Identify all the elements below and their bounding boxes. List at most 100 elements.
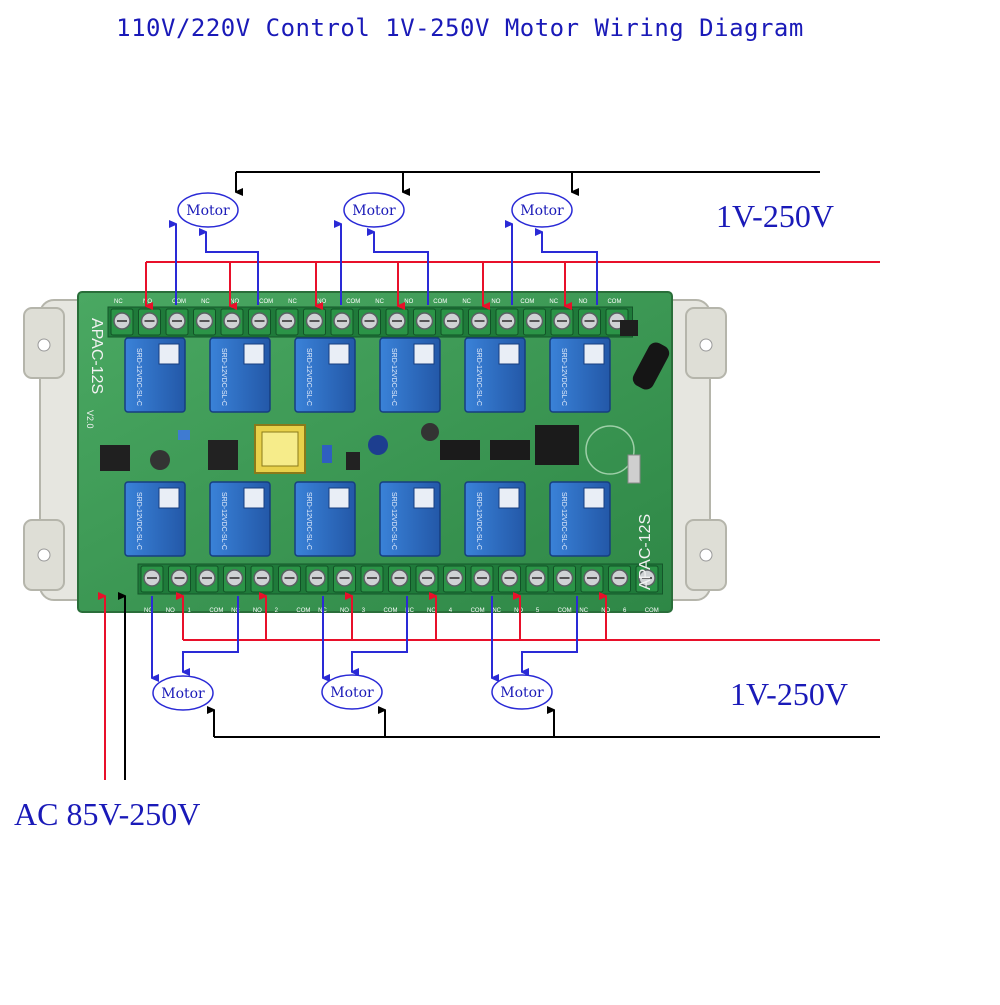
terminal-label: 4	[449, 608, 453, 614]
screw-terminal	[578, 308, 601, 336]
blue-motor-return-bottom	[351, 596, 408, 672]
voltage-label-bottom: 1V-250V	[730, 676, 848, 712]
terminal-label: NO	[404, 299, 413, 305]
antenna	[632, 342, 670, 390]
relay-text: SRD-12VDC-SL-C	[390, 348, 397, 406]
motor-label: Motor	[330, 685, 374, 701]
terminal-label: NO	[578, 299, 587, 305]
relay-text: SRD-12VDC-SL-C	[475, 492, 482, 550]
terminal-label: NC	[375, 299, 384, 305]
terminal-label: COM	[558, 608, 572, 614]
relay: SRD-12VDC-SL-C	[379, 337, 441, 413]
terminal-label: NO	[427, 608, 436, 614]
screw-terminal	[468, 308, 491, 336]
diagram-title: 110V/220V Control 1V-250V Motor Wiring D…	[116, 14, 804, 42]
screw-terminal	[303, 308, 326, 336]
terminal-label: COM	[520, 299, 534, 305]
terminal-label: NO	[253, 608, 262, 614]
screw-terminal	[275, 308, 299, 336]
ac-input-label: AC 85V-250V	[14, 796, 201, 832]
relay-bank: SRD-12VDC-SL-C SRD-12VDC-SL-C SRD-12VDC-SL…	[124, 337, 611, 557]
terminal-label: NC	[549, 299, 558, 305]
screw-terminal	[278, 565, 301, 593]
screw-terminal	[440, 308, 464, 336]
screw-terminal	[525, 565, 549, 593]
screw-terminal	[140, 565, 164, 593]
relay-text: SRD-12VDC-SL-C	[135, 348, 142, 406]
screw-terminal	[550, 308, 574, 336]
pcb-components	[100, 320, 641, 484]
relay: SRD-12VDC-SL-C	[209, 481, 271, 557]
motor-label: Motor	[161, 686, 205, 702]
screw-terminal	[413, 308, 436, 336]
motor: Motor	[491, 674, 553, 710]
blue-motor-return-top	[374, 232, 429, 305]
relay-text: SRD-12VDC-SL-C	[135, 492, 142, 550]
blue-motor-return-top	[542, 232, 598, 305]
terminal-label: NO	[143, 299, 152, 305]
relay-text: SRD-12VDC-SL-C	[220, 348, 227, 406]
screw-terminal	[523, 308, 546, 336]
screw-terminal	[470, 565, 494, 593]
screw-terminal	[608, 565, 631, 593]
terminal-label: COM	[471, 608, 485, 614]
terminal-label: NO	[340, 608, 349, 614]
screw-terminal	[553, 565, 576, 593]
terminal-label: 6	[623, 608, 627, 614]
relay: SRD-12VDC-SL-C	[294, 337, 356, 413]
terminal-label: COM	[383, 608, 397, 614]
screw-terminal	[333, 565, 356, 593]
terminal-label: COM	[259, 299, 273, 305]
board-text: APAC-12S V2.0 APAC-12S	[85, 318, 654, 590]
terminal-label: NO	[317, 299, 326, 305]
terminal-label: 1	[188, 608, 192, 614]
terminal-label: NO	[166, 608, 175, 614]
relay: SRD-12VDC-SL-C	[464, 337, 526, 413]
wiring	[105, 171, 880, 780]
relay: SRD-12VDC-SL-C	[464, 481, 526, 557]
terminal-label: NC	[462, 299, 471, 305]
terminal-label: NC	[144, 608, 153, 614]
screw-terminal	[385, 308, 409, 336]
terminal-label: NC	[114, 299, 123, 305]
motor-label: Motor	[186, 203, 230, 219]
screw-terminal	[580, 565, 604, 593]
terminal-label: NO	[230, 299, 239, 305]
board-model-right: APAC-12S	[637, 514, 654, 590]
screw-terminal	[443, 565, 466, 593]
terminal-label: COM	[296, 608, 310, 614]
screw-terminal	[360, 565, 384, 593]
terminal-label: 2	[275, 608, 279, 614]
screw-terminal	[248, 308, 271, 336]
blue-motor-return-bottom	[521, 596, 578, 672]
terminal-label: NC	[405, 608, 414, 614]
relay: SRD-12VDC-SL-C	[294, 481, 356, 557]
board-version: V2.0	[85, 410, 95, 429]
blue-motor-return-top	[206, 232, 259, 305]
screw-terminal	[250, 565, 274, 593]
motor: Motor	[511, 192, 573, 228]
relay: SRD-12VDC-SL-C	[209, 337, 271, 413]
board-model-vertical: APAC-12S	[88, 318, 105, 394]
terminal-label: NC	[492, 608, 501, 614]
relay: SRD-12VDC-SL-C	[124, 481, 186, 557]
relay-text: SRD-12VDC-SL-C	[305, 348, 312, 406]
motor-label: Motor	[352, 203, 396, 219]
screw-terminal	[495, 308, 519, 336]
relay: SRD-12VDC-SL-C	[379, 481, 441, 557]
terminal-label: NO	[514, 608, 523, 614]
relay: SRD-12VDC-SL-C	[549, 481, 611, 557]
motor-label: Motor	[500, 685, 544, 701]
terminal-label: NC	[288, 299, 297, 305]
screw-terminal	[635, 565, 659, 593]
terminal-label: COM	[346, 299, 360, 305]
relay-text: SRD-12VDC-SL-C	[220, 492, 227, 550]
screw-terminal	[168, 565, 191, 593]
screw-terminal	[330, 308, 354, 336]
terminal-label: NC	[579, 608, 588, 614]
relay: SRD-12VDC-SL-C	[549, 337, 611, 413]
voltage-label-top: 1V-250V	[716, 198, 834, 234]
relay-text: SRD-12VDC-SL-C	[475, 348, 482, 406]
